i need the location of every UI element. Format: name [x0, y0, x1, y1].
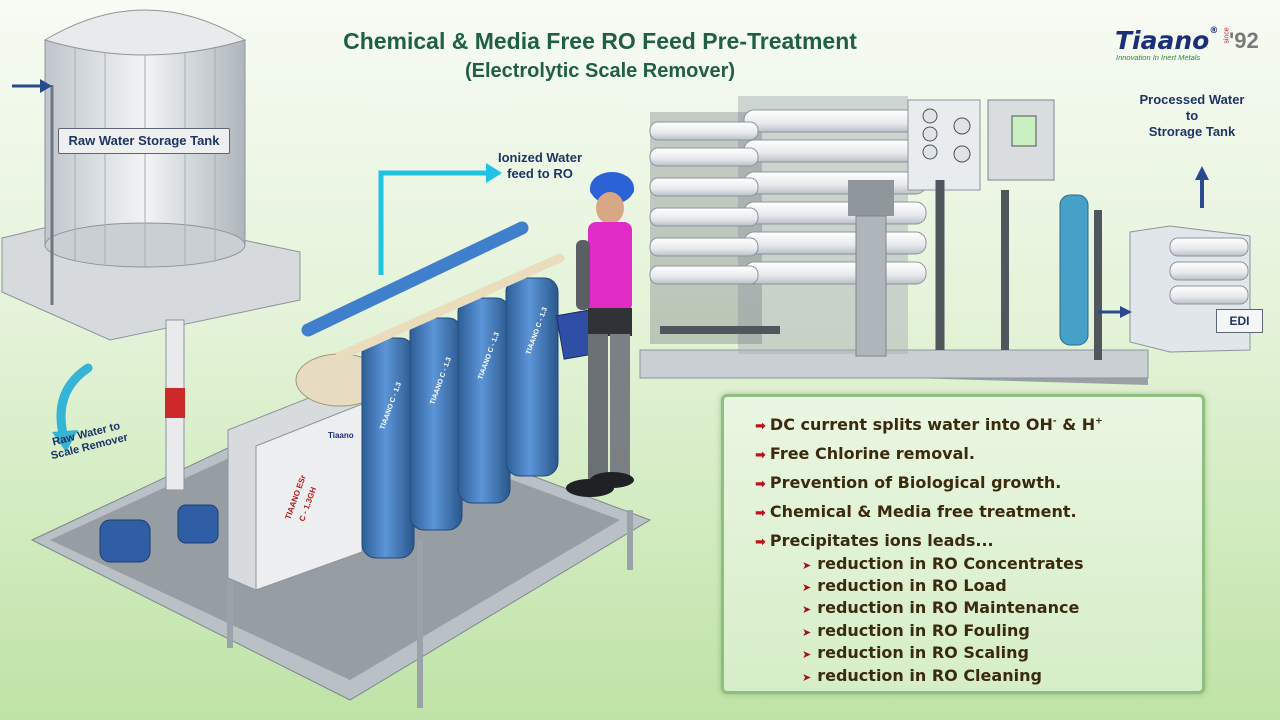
right-arrow-icon: ➡ — [755, 506, 766, 521]
edi-inlet-arrow-icon — [1098, 306, 1132, 318]
processed-line2: to — [1185, 108, 1199, 123]
edi-unit — [1129, 225, 1251, 353]
triangle-right-icon: ➤ — [802, 559, 812, 572]
processed-water-label: Processed Water to Strorage Tank — [1130, 92, 1254, 140]
feature-point: ➡Free Chlorine removal. — [755, 444, 975, 463]
electrolytic-columns: TIAANO C - 1.3 TIAANO C - 1.3 TIAANO C -… — [301, 221, 565, 559]
right-arrow-icon: ➡ — [755, 419, 766, 434]
processed-line3: Strorage Tank — [1148, 124, 1236, 139]
right-arrow-icon: ➡ — [755, 535, 766, 550]
logo-year: '92 — [1229, 28, 1259, 53]
feature-point: ➡Precipitates ions leads... — [755, 531, 994, 550]
ionized-line1: Ionized Water — [497, 150, 583, 165]
triangle-right-icon: ➤ — [802, 671, 812, 684]
ionized-line2: feed to RO — [507, 166, 573, 181]
raw-water-storage-tank — [1, 9, 301, 341]
worker-figure — [555, 172, 634, 497]
triangle-right-icon: ➤ — [802, 581, 812, 594]
reduction-item: ➤reduction in RO Scaling — [802, 643, 1029, 662]
reduction-item: ➤reduction in RO Load — [802, 576, 1007, 595]
raw-water-curved-arrow-icon — [52, 363, 93, 452]
feature-point: ➡Prevention of Biological growth. — [755, 473, 1062, 492]
processed-line1: Processed Water — [1139, 92, 1245, 107]
triangle-right-icon: ➤ — [802, 648, 812, 661]
processed-water-up-arrow-icon — [1195, 166, 1209, 208]
triangle-right-icon: ➤ — [802, 626, 812, 639]
reduction-item: ➤reduction in RO Concentrates — [802, 554, 1084, 573]
feature-point: ➡Chemical & Media free treatment. — [755, 502, 1077, 521]
right-arrow-icon: ➡ — [755, 448, 766, 463]
triangle-right-icon: ➤ — [802, 603, 812, 616]
inlet-arrow-icon — [12, 79, 52, 93]
right-arrow-icon: ➡ — [755, 477, 766, 492]
tiaano-logo: Tiaano® Innovation In Inert Metals since… — [1112, 20, 1262, 70]
control-panel: Tiaano TIAANO ESr C - 1.3GH — [227, 387, 363, 591]
logo-brand: Tiaano — [1115, 26, 1210, 55]
panel-brand: Tiaano — [328, 431, 354, 440]
edi-label: EDI — [1216, 309, 1263, 333]
features-panel: ➡DC current splits water into OH- & H+ ➡… — [721, 394, 1205, 694]
ionized-water-label: Ionized Water feed to RO — [490, 150, 590, 182]
ionized-flow-arrow-icon — [378, 163, 502, 275]
title-subtitle: (Electrolytic Scale Remover) — [464, 60, 736, 82]
reduction-item: ➤reduction in RO Cleaning — [802, 666, 1042, 685]
reduction-item: ➤reduction in RO Maintenance — [802, 598, 1080, 617]
raw-water-tank-label: Raw Water Storage Tank — [58, 128, 230, 154]
feature-point: ➡DC current splits water into OH- & H+ — [755, 415, 1103, 434]
reduction-item: ➤reduction in RO Fouling — [802, 621, 1030, 640]
logo-registered: ® — [1209, 26, 1219, 36]
page-title: Chemical & Media Free RO Feed Pre-Treatm… — [300, 26, 900, 86]
ro-skid — [639, 96, 1149, 385]
logo-tagline: Innovation In Inert Metals — [1116, 53, 1201, 62]
title-main: Chemical & Media Free RO Feed Pre-Treatm… — [343, 28, 857, 54]
